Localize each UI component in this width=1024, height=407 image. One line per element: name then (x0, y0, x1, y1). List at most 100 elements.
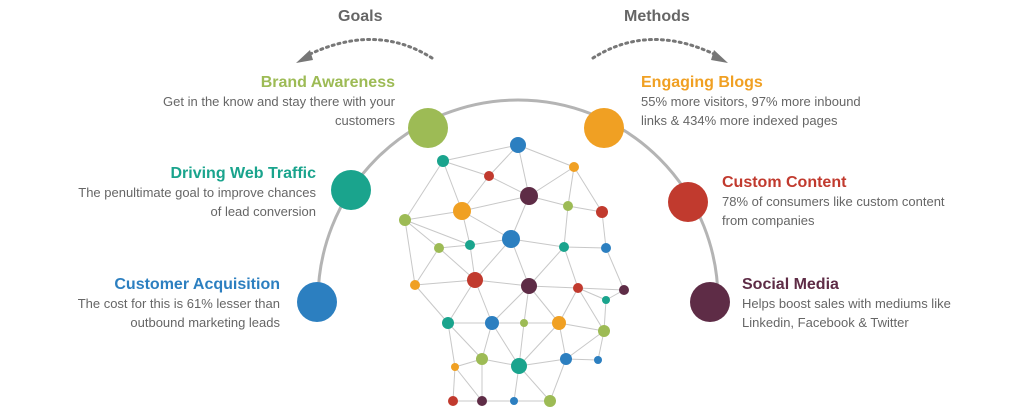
network-node (477, 396, 487, 406)
network-edge (528, 285, 579, 289)
network-node (520, 187, 538, 205)
network-node (560, 353, 572, 365)
goal-customer-acquisition: Customer Acquisition The cost for this i… (78, 276, 280, 332)
network-edge (474, 238, 512, 281)
network-node (559, 242, 569, 252)
network-head (399, 137, 629, 407)
network-edge (518, 322, 560, 367)
network-node (467, 272, 483, 288)
network-node (598, 325, 610, 337)
goal-desc-line: customers (335, 113, 395, 128)
network-node (502, 230, 520, 248)
network-edge (563, 205, 569, 248)
network-edge (404, 219, 440, 249)
network-node (521, 278, 537, 294)
goal-desc: Get in the know and stay there with your… (163, 92, 395, 130)
network-edge (414, 284, 449, 324)
method-desc: 55% more visitors, 97% more inbound links… (641, 92, 861, 130)
network-edge (491, 285, 530, 324)
network-node (544, 395, 556, 407)
network-edge (442, 160, 490, 177)
goal-desc-line: outbound marketing leads (130, 315, 280, 330)
network-edge (474, 279, 530, 287)
goal-desc-line: of lead conversion (210, 204, 316, 219)
methods-arrowhead (711, 50, 728, 63)
method-desc-line: from companies (722, 213, 815, 228)
network-edge (605, 247, 625, 291)
method-custom-content: Custom Content 78% of consumers like cus… (722, 174, 945, 230)
goal-brand-awareness: Brand Awareness Get in the know and stay… (163, 74, 395, 130)
network-node (442, 317, 454, 329)
method-desc-line: links & 434% more indexed pages (641, 113, 838, 128)
network-edge (491, 322, 520, 367)
network-node (596, 206, 608, 218)
network-edge (454, 366, 483, 402)
network-edge (558, 322, 605, 332)
network-edge (528, 246, 565, 287)
methods-arrow (591, 38, 720, 60)
network-node (594, 356, 602, 364)
network-edge (549, 358, 567, 402)
network-edge (438, 244, 471, 249)
network-node (434, 243, 444, 253)
network-node (476, 353, 488, 365)
network-edge (573, 166, 603, 213)
method-desc-line: 55% more visitors, 97% more inbound (641, 94, 861, 109)
network-edge (442, 144, 519, 162)
network-edge (565, 330, 605, 360)
network-edge (461, 210, 512, 240)
network-edge (563, 246, 607, 249)
method-desc: 78% of consumers like custom content from… (722, 192, 945, 230)
network-edge (447, 322, 483, 360)
network-node (563, 201, 573, 211)
goal-title: Brand Awareness (260, 74, 395, 91)
method-title: Custom Content (722, 174, 847, 191)
network-edge (414, 279, 476, 286)
social-media-node (690, 282, 730, 322)
network-node (437, 155, 449, 167)
network-edge (452, 366, 456, 402)
network-node (511, 358, 527, 374)
network-node (520, 319, 528, 327)
network-edge (577, 287, 625, 291)
method-desc-line: Linkedin, Facebook & Twitter (742, 315, 909, 330)
network-node (410, 280, 420, 290)
customer-acquisition-node (297, 282, 337, 322)
method-title: Social Media (742, 276, 839, 293)
goal-desc: The cost for this is 61% lesser than outb… (78, 294, 280, 332)
network-node (602, 296, 610, 304)
network-node (485, 316, 499, 330)
goal-title: Driving Web Traffic (170, 165, 316, 182)
network-node (510, 397, 518, 405)
method-title: Engaging Blogs (641, 74, 763, 91)
network-edge (461, 195, 530, 212)
method-social-media: Social Media Helps boost sales with medi… (742, 276, 951, 332)
network-node (619, 285, 629, 295)
network-node (510, 137, 526, 153)
network-edge (404, 219, 471, 246)
method-desc-line: Helps boost sales with mediums like (742, 296, 951, 311)
goal-desc-line: The cost for this is 61% lesser than (77, 296, 280, 311)
network-edge (567, 166, 575, 207)
goal-title: Customer Acquisition (114, 276, 280, 293)
network-edge (447, 279, 476, 324)
brand-awareness-node (408, 108, 448, 148)
network-node (465, 240, 475, 250)
goal-desc-line: Get in the know and stay there with your (163, 94, 395, 109)
network-edge (414, 247, 440, 286)
methods-header: Methods (624, 8, 690, 25)
network-edge (577, 287, 607, 301)
network-edge (601, 211, 607, 249)
driving-web-traffic-node (331, 170, 371, 210)
network-edge (577, 287, 605, 332)
arc (316, 98, 720, 301)
network-node (552, 316, 566, 330)
network-node (484, 171, 494, 181)
custom-content-node (668, 182, 708, 222)
method-desc-line: 78% of consumers like custom content (722, 194, 945, 209)
goals-arrowhead (296, 50, 313, 63)
network-edge (563, 246, 579, 289)
